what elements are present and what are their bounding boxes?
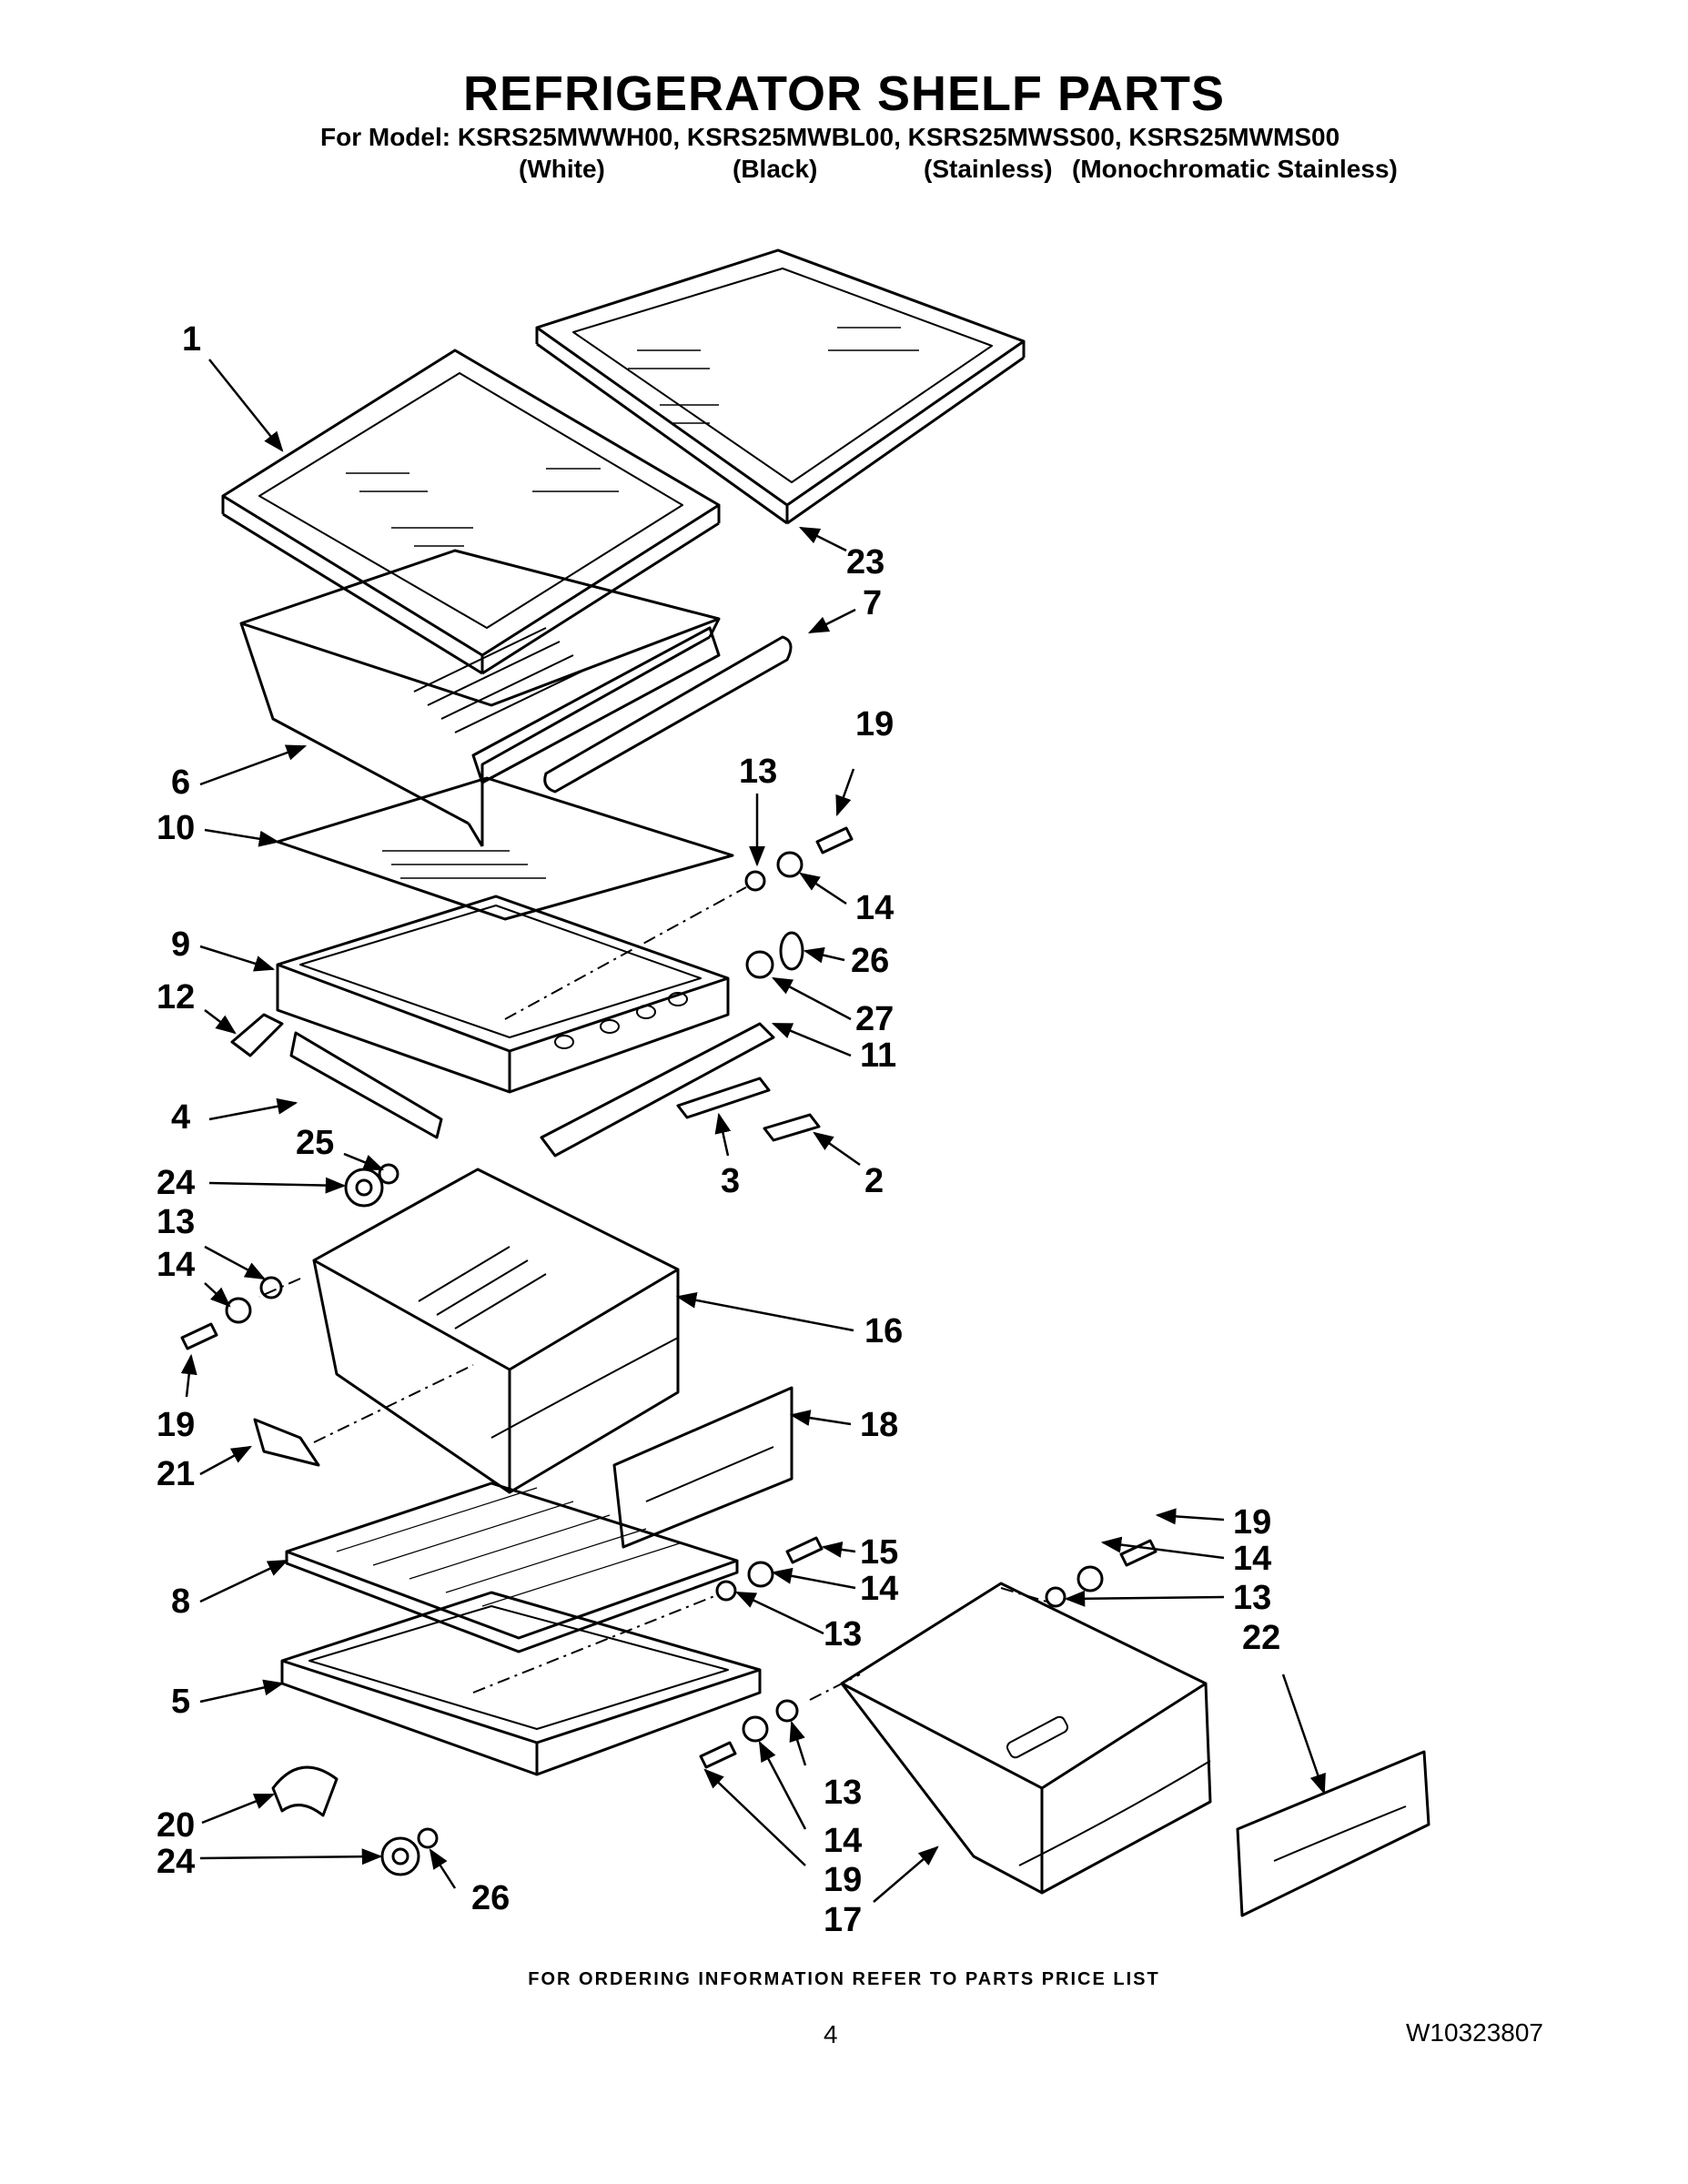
callout-19-left: 19 [157, 1406, 195, 1444]
screw-part-15 [785, 1536, 824, 1564]
hardware-part-14-upper [776, 851, 804, 878]
frame-part-9 [276, 895, 730, 1094]
callout-15: 15 [860, 1533, 898, 1572]
shelf-part-23 [535, 248, 1026, 525]
callout-24-upper: 24 [157, 1164, 195, 1202]
callout-27: 27 [855, 1000, 894, 1038]
hardware-part-13-left [259, 1276, 283, 1299]
callout-23: 23 [846, 543, 884, 581]
hardware-part-13-upper [744, 870, 766, 892]
frame-part-5 [280, 1591, 762, 1776]
screw-part-19-lower [699, 1741, 737, 1769]
wheel-part-24-upper [344, 1168, 384, 1208]
callout-14-right: 14 [1233, 1540, 1271, 1578]
callout-9: 9 [171, 925, 190, 964]
screw-part-19-right [1119, 1539, 1157, 1567]
wheel-part-24-lower [380, 1836, 420, 1876]
alignment-lines [258, 886, 1047, 1701]
callout-19-lower: 19 [824, 1861, 862, 1899]
bolt-part-26-lower [417, 1827, 439, 1849]
callout-25: 25 [296, 1124, 334, 1162]
callout-3: 3 [721, 1162, 740, 1200]
glass-shelf-part-8 [285, 1481, 739, 1653]
callout-19-upper: 19 [855, 705, 894, 743]
callout-14-left: 14 [157, 1246, 195, 1284]
callout-5: 5 [171, 1683, 190, 1721]
document-number: W10323807 [1406, 2018, 1544, 2047]
model-list: For Model: KSRS25MWWH00, KSRS25MWBL00, K… [320, 123, 1340, 151]
callout-13-upper: 13 [739, 753, 777, 791]
callout-13-lower: 13 [824, 1774, 862, 1812]
variant-stainless: (Stainless) [924, 155, 1053, 183]
callout-14-lower: 14 [824, 1822, 862, 1860]
drawer-front-part-22 [1236, 1750, 1430, 1917]
callout-17: 17 [824, 1901, 862, 1939]
callout-14-upper: 14 [855, 889, 894, 927]
callout-20: 20 [157, 1806, 195, 1845]
hardware-part-14-mid [747, 1561, 774, 1588]
callout-8: 8 [171, 1582, 190, 1621]
bolt-part-25 [378, 1163, 399, 1185]
callout-11: 11 [860, 1036, 896, 1075]
callout-16: 16 [864, 1312, 903, 1350]
ordering-note: FOR ORDERING INFORMATION REFER TO PARTS … [528, 1969, 1160, 1989]
variant-black: (Black) [733, 155, 818, 183]
shelf-part-1 [221, 349, 721, 675]
wheel-part-26 [779, 931, 804, 971]
callout-14-mid: 14 [860, 1570, 898, 1608]
callout-13-right: 13 [1233, 1579, 1271, 1617]
hardware-part-13-mid [715, 1580, 737, 1602]
callout-12: 12 [157, 978, 195, 1016]
latch-part-21 [253, 1418, 320, 1467]
clip-part-2 [763, 1113, 821, 1142]
callout-19-right: 19 [1233, 1503, 1271, 1542]
bin-part-17 [840, 1582, 1212, 1895]
callout-numbers: 1 23 7 19 6 13 10 14 9 26 12 27 11 4 25 … [157, 320, 1280, 1939]
callout-13-left: 13 [157, 1203, 195, 1241]
rail-part-11 [540, 1022, 775, 1158]
page-number: 4 [824, 2020, 838, 2048]
hardware-part-14-lower [742, 1715, 769, 1743]
callout-10: 10 [157, 809, 195, 847]
hardware-part-14-right [1076, 1565, 1104, 1592]
screw-part-19-upper [815, 826, 854, 854]
variant-white: (White) [519, 155, 605, 183]
callout-18: 18 [860, 1406, 898, 1444]
callout-7: 7 [863, 584, 882, 622]
rail-part-4 [289, 1031, 443, 1139]
callout-4: 4 [171, 1098, 190, 1137]
callout-2: 2 [864, 1162, 884, 1200]
bolt-part-27 [745, 950, 774, 979]
crisper-drawer-part-6 [239, 549, 721, 847]
bracket-part-3 [676, 1077, 771, 1119]
page-title: REFRIGERATOR SHELF PARTS [462, 66, 1226, 121]
cover-part-20 [271, 1765, 339, 1817]
callout-1: 1 [182, 320, 201, 359]
variant-monochromatic-stainless: (Monochromatic Stainless) [1072, 155, 1398, 183]
callout-22: 22 [1242, 1619, 1280, 1657]
bracket-part-12 [230, 1013, 284, 1057]
hardware-part-13-lower [775, 1699, 799, 1723]
rail-part-7 [543, 635, 793, 794]
callout-leaders [180, 359, 1326, 1903]
hardware-part-13-right [1045, 1586, 1066, 1608]
callout-26-upper: 26 [851, 942, 889, 980]
callout-21: 21 [157, 1455, 195, 1493]
callout-13-mid: 13 [824, 1615, 862, 1653]
glass-panel-part-10 [276, 776, 734, 921]
hardware-part-14-left [225, 1297, 252, 1324]
callout-24-lower: 24 [157, 1843, 195, 1881]
screw-part-19-left [180, 1322, 218, 1350]
drawer-front-part-18 [612, 1386, 793, 1549]
callout-26-lower: 26 [471, 1879, 510, 1917]
callout-6: 6 [171, 763, 190, 802]
bin-part-16 [312, 1168, 680, 1494]
